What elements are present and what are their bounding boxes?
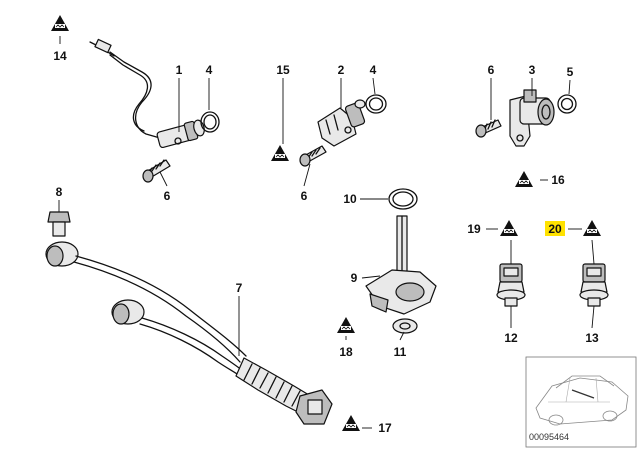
callout-3[interactable]: 3 <box>529 63 536 77</box>
callout-20[interactable]: 20 <box>548 222 562 236</box>
callout-19[interactable]: 19 <box>467 222 481 236</box>
warning-triangle-icon <box>514 170 534 188</box>
pressure-switch-12[interactable] <box>496 219 526 307</box>
warning-triangle-icon <box>499 219 519 237</box>
callout-6[interactable]: 6 <box>164 189 171 203</box>
callout-15[interactable]: 15 <box>276 63 290 77</box>
vehicle-thumbnail <box>525 356 637 448</box>
warning-triangle-icon <box>270 144 290 162</box>
callout-1[interactable]: 1 <box>176 63 183 77</box>
callout-18[interactable]: 18 <box>339 345 353 359</box>
callout-4[interactable]: 4 <box>370 63 377 77</box>
callout-6[interactable]: 6 <box>488 63 495 77</box>
diagram-id: 00095464 <box>529 432 569 442</box>
callout-14[interactable]: 14 <box>53 49 67 63</box>
warning-triangle-icon <box>582 219 602 237</box>
callout-13[interactable]: 13 <box>585 331 599 345</box>
leader-lines <box>58 36 595 429</box>
sensor-cable-assembly-1[interactable] <box>50 14 220 183</box>
callout-6[interactable]: 6 <box>301 189 308 203</box>
callout-11[interactable]: 11 <box>394 345 407 359</box>
warning-triangle-icon <box>50 14 70 32</box>
callout-10[interactable]: 10 <box>343 192 357 206</box>
warning-triangle-icon <box>341 414 361 432</box>
sensor-3[interactable] <box>475 89 577 188</box>
warning-triangle-icon <box>336 316 356 334</box>
callout-8[interactable]: 8 <box>56 185 63 199</box>
callout-2[interactable]: 2 <box>338 63 345 77</box>
callout-5[interactable]: 5 <box>567 65 574 79</box>
callout-12[interactable]: 12 <box>504 331 518 345</box>
pressure-switch-13[interactable] <box>579 219 609 307</box>
callout-highlight <box>545 221 565 236</box>
callout-9[interactable]: 9 <box>351 271 358 285</box>
callout-7[interactable]: 7 <box>236 281 243 295</box>
callouts: 1 2 3 4 4 5 6 6 6 7 8 9 10 11 12 13 14 1… <box>53 49 599 435</box>
sensor-2[interactable] <box>270 94 387 167</box>
oil-level-sensor-9[interactable] <box>336 188 437 334</box>
knock-sensor-harness-7[interactable] <box>45 211 361 432</box>
callout-4[interactable]: 4 <box>206 63 213 77</box>
callout-16[interactable]: 16 <box>551 173 565 187</box>
callout-17[interactable]: 17 <box>378 421 392 435</box>
